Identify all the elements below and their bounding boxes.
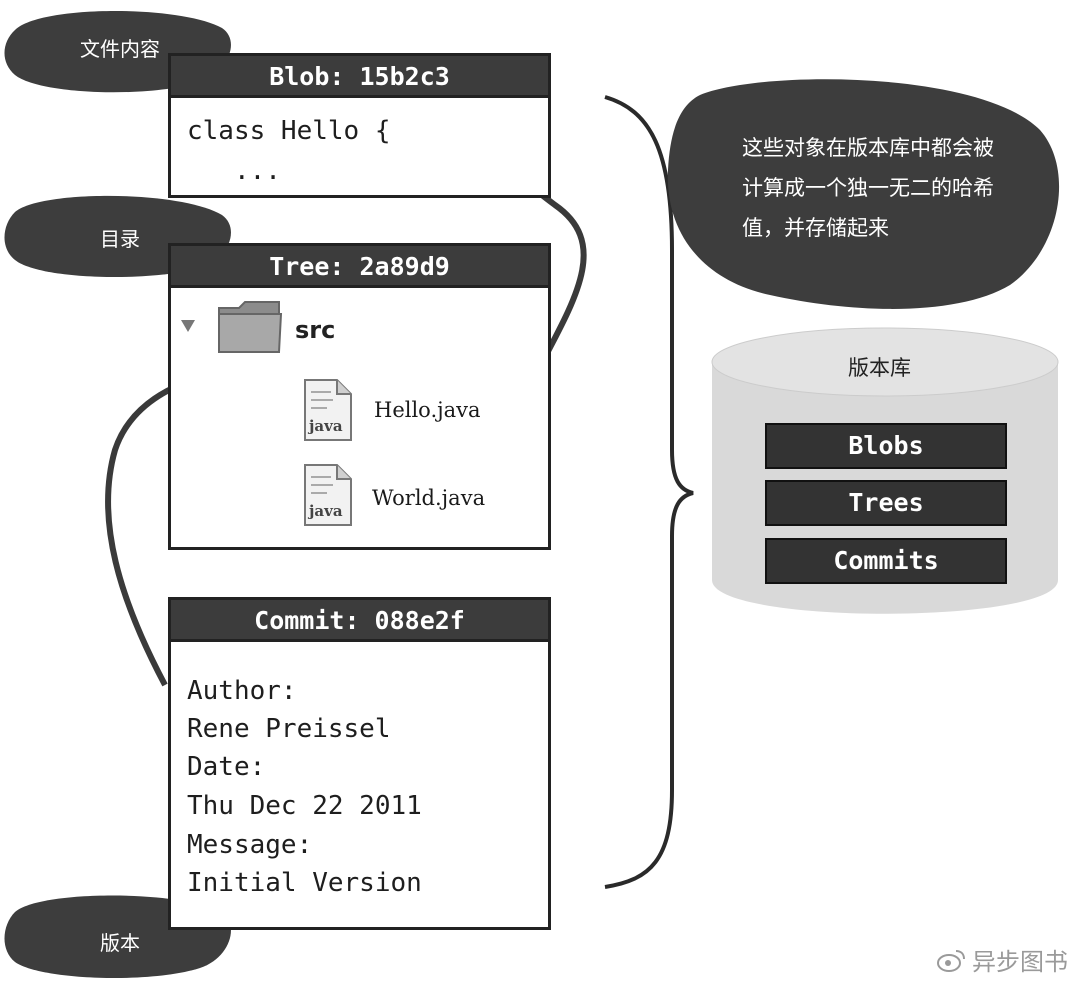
java-file-icon: java bbox=[304, 379, 352, 441]
blob-code-line-1: class Hello { bbox=[187, 116, 391, 146]
commit-line-4: Thu Dec 22 2011 bbox=[187, 791, 422, 821]
label-directory: 目录 bbox=[100, 226, 140, 251]
blob-header: Blob: 15b2c3 bbox=[171, 56, 548, 98]
watermark: 异步图书 bbox=[936, 942, 1068, 977]
expand-triangle-icon[interactable] bbox=[181, 320, 195, 332]
repo-item-blobs: Blobs bbox=[765, 423, 1007, 469]
weibo-icon bbox=[937, 949, 965, 972]
tree-box: Tree: 2a89d9 src java Hello.java java Wo… bbox=[168, 243, 551, 550]
repository-title: 版本库 bbox=[848, 356, 911, 380]
note-line-3: 值，并存储起来 bbox=[742, 216, 889, 240]
repo-item-trees: Trees bbox=[765, 480, 1007, 526]
commit-line-6: Initial Version bbox=[187, 868, 422, 898]
note-line-2: 计算成一个独一无二的哈希 bbox=[742, 176, 994, 200]
folder-name: src bbox=[295, 316, 336, 344]
blob-box: Blob: 15b2c3 class Hello { ... bbox=[168, 53, 551, 198]
blob-code-line-2: ... bbox=[187, 156, 281, 186]
label-version: 版本 bbox=[100, 930, 140, 955]
commit-line-2: Rene Preissel bbox=[187, 714, 391, 744]
tree-header: Tree: 2a89d9 bbox=[171, 246, 548, 288]
label-file-content: 文件内容 bbox=[80, 36, 160, 61]
note-line-1: 这些对象在版本库中都会被 bbox=[742, 136, 994, 160]
commit-line-5: Message: bbox=[187, 830, 313, 860]
commit-line-1: Author: bbox=[187, 676, 297, 706]
commit-box: Commit: 088e2f Author: Rene Preissel Dat… bbox=[168, 597, 551, 930]
note-shape bbox=[667, 79, 1060, 309]
commit-line-3: Date: bbox=[187, 752, 266, 782]
watermark-text: 异步图书 bbox=[972, 948, 1068, 976]
commit-header: Commit: 088e2f bbox=[171, 600, 548, 642]
file-name-world[interactable]: World.java bbox=[372, 486, 486, 510]
curly-bracket bbox=[604, 95, 694, 889]
java-file-icon: java bbox=[304, 464, 352, 526]
repo-item-commits: Commits bbox=[765, 538, 1007, 584]
folder-icon bbox=[218, 301, 283, 353]
java-icon-label: java bbox=[307, 502, 343, 520]
java-icon-label: java bbox=[307, 417, 343, 435]
file-name-hello[interactable]: Hello.java bbox=[374, 398, 481, 422]
